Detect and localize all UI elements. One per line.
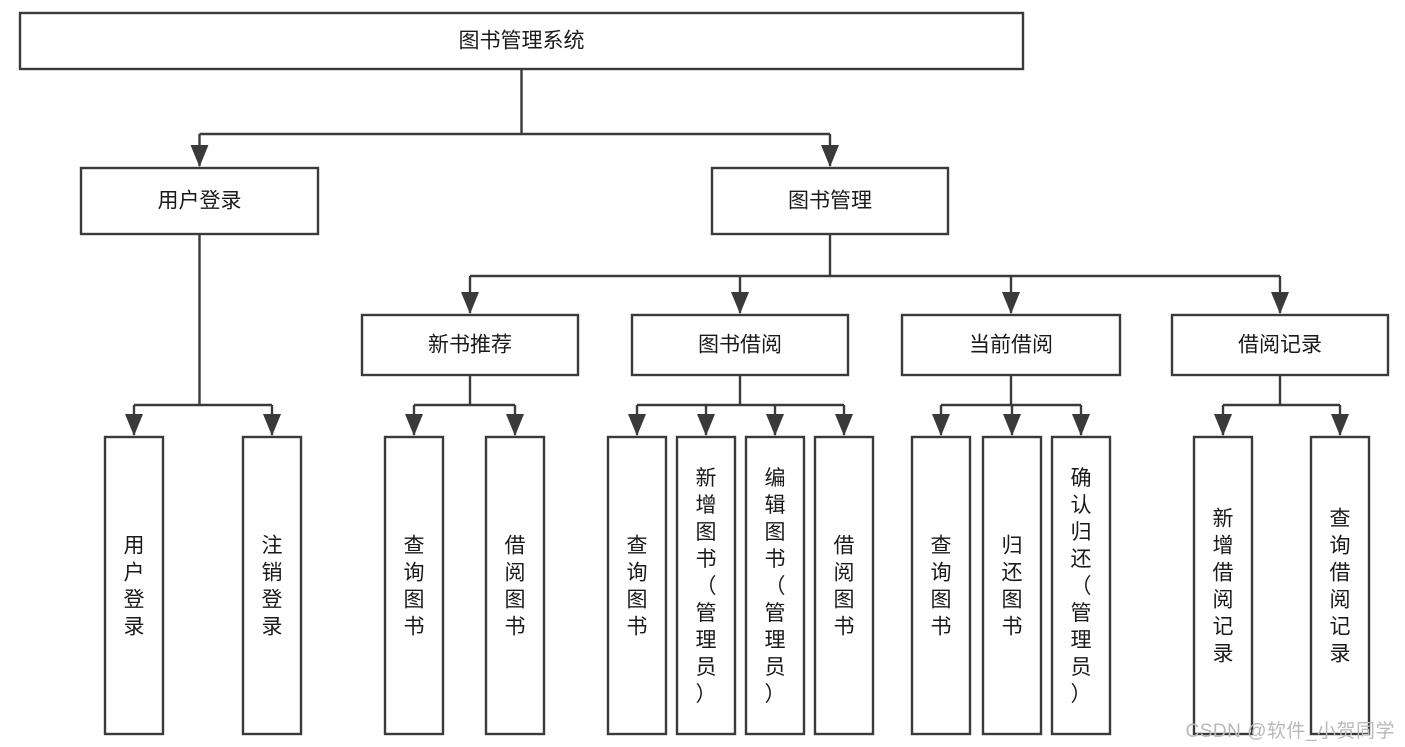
flow-node-leaf-12[interactable]: 查询借阅记录 [1309,435,1371,736]
node-box [1170,313,1390,377]
node-box [910,435,972,736]
node-label: 编辑图书（管理员） [765,467,786,706]
node-box [18,11,1025,71]
flow-node-l3-0[interactable]: 新书推荐 [360,313,580,377]
flow-node-l3-1[interactable]: 图书借阅 [630,313,850,377]
node-box [813,435,875,736]
node-label: 新书推荐 [428,334,512,357]
flow-node-leaf-4[interactable]: 查询图书 [606,435,668,736]
node-label: 借阅图书 [505,535,526,639]
flow-node-leaf-5[interactable]: 新增图书（管理员） [675,435,737,736]
connector-layer [125,69,1349,436]
node-label: 查询图书 [931,535,952,639]
node-box [1050,435,1112,736]
node-label: 查询图书 [404,535,425,639]
arrow-head-l2-3 [1271,292,1289,314]
node-box [900,313,1122,377]
node-label: 确认归还（管理员） [1071,467,1092,706]
node-label: 图书管理系统 [459,30,585,53]
node-box [710,166,950,236]
arrow-head-l2-0 [461,292,479,314]
arrow-head-leaf-2-3 [835,414,853,436]
flow-node-l3-2[interactable]: 当前借阅 [900,313,1122,377]
watermark-text: CSDN @软件_小贺同学 [1185,721,1395,742]
node-label: 新增借阅记录 [1213,508,1234,666]
arrow-head-l2-1 [731,292,749,314]
node-label: 图书借阅 [698,334,782,357]
node-label: 用户登录 [158,190,242,213]
flow-node-leaf-8[interactable]: 查询图书 [910,435,972,736]
node-box [241,435,303,736]
flow-node-leaf-7[interactable]: 借阅图书 [813,435,875,736]
node-label: 新增图书（管理员） [696,467,717,706]
flow-node-leaf-9[interactable]: 归还图书 [981,435,1043,736]
arrow-head-root-0 [190,145,209,167]
node-label: 查询借阅记录 [1330,508,1351,666]
node-label: 归还图书 [1002,535,1023,639]
flow-node-leaf-11[interactable]: 新增借阅记录 [1192,435,1254,736]
flow-node-l2-0[interactable]: 用户登录 [79,166,320,236]
node-layer: 图书管理系统用户登录图书管理新书推荐图书借阅当前借阅借阅记录用户登录注销登录查询… [18,11,1390,736]
node-box [606,435,668,736]
arrow-head-leaf-4-1 [1331,414,1349,436]
arrow-head-leaf-3-2 [1072,414,1090,436]
flow-node-leaf-3[interactable]: 借阅图书 [484,435,546,736]
node-label: 注销登录 [262,535,283,639]
node-label: 借阅记录 [1238,334,1322,357]
node-box [1309,435,1371,736]
arrow-head-leaf-2-2 [766,414,784,436]
flow-node-l2-1[interactable]: 图书管理 [710,166,950,236]
arrow-head-root-1 [821,145,839,167]
node-box [981,435,1043,736]
node-box [744,435,806,736]
node-label: 查询图书 [627,535,648,639]
node-box [630,313,850,377]
arrow-head-leaf-1-0 [405,414,423,436]
arrow-head-leaf-0-0 [125,414,143,436]
arrow-head-leaf-2-1 [697,414,715,436]
flow-node-leaf-2[interactable]: 查询图书 [383,435,445,736]
arrow-head-leaf-0-1 [263,414,281,436]
flow-node-root-0[interactable]: 图书管理系统 [18,11,1025,71]
node-box [484,435,546,736]
arrow-head-leaf-3-0 [932,414,950,436]
arrow-head-leaf-3-1 [1003,414,1021,436]
node-box [1192,435,1254,736]
flow-node-l3-3[interactable]: 借阅记录 [1170,313,1390,377]
flow-node-leaf-1[interactable]: 注销登录 [241,435,303,736]
node-box [103,435,165,736]
flow-node-leaf-6[interactable]: 编辑图书（管理员） [744,435,806,736]
arrow-head-leaf-4-0 [1214,414,1232,436]
node-box [675,435,737,736]
flow-node-leaf-10[interactable]: 确认归还（管理员） [1050,435,1112,736]
flow-node-leaf-0[interactable]: 用户登录 [103,435,165,736]
node-box [79,166,320,236]
arrow-head-leaf-2-0 [628,414,646,436]
node-label: 当前借阅 [969,334,1053,357]
arrow-head-leaf-1-1 [506,414,524,436]
node-label: 图书管理 [788,190,872,213]
node-label: 用户登录 [124,535,145,639]
node-label: 借阅图书 [834,535,855,639]
arrow-head-l2-2 [1002,292,1020,314]
node-box [383,435,445,736]
node-box [360,313,580,377]
